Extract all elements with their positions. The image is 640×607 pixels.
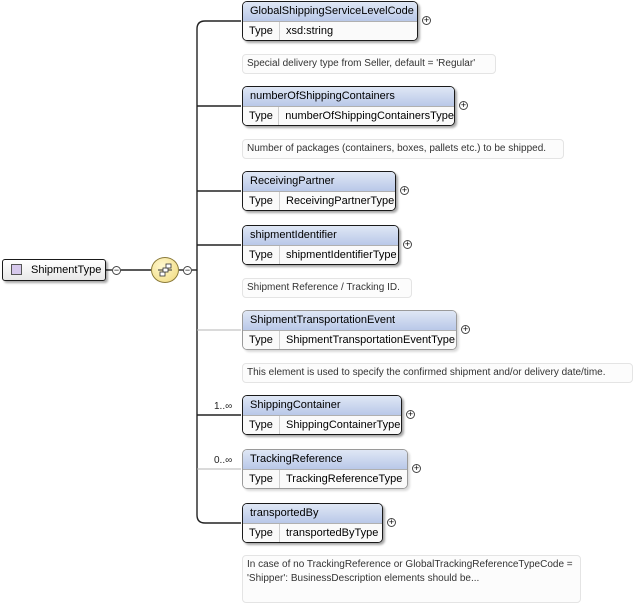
element-type-row: Type transportedByType (243, 523, 382, 542)
element-name: TrackingReference (243, 450, 407, 469)
type-value: xsd:string (286, 25, 334, 37)
root-element-shipmenttype[interactable]: ShipmentType (2, 259, 106, 281)
expand-icon[interactable]: + (422, 15, 431, 25)
element-type-row: Type TrackingReferenceType (243, 469, 407, 488)
type-label: Type (243, 107, 280, 125)
type-label: Type (243, 524, 280, 542)
expand-icon[interactable]: + (387, 517, 396, 527)
type-value: shipmentIdentifierType (286, 249, 397, 261)
type-label: Type (243, 22, 280, 40)
complex-type-icon (11, 264, 22, 275)
element-name: ShippingContainer (243, 396, 401, 415)
type-value: transportedByType (286, 527, 379, 539)
expand-icon[interactable]: + (400, 185, 409, 195)
type-value: numberOfShippingContainersType (285, 110, 454, 122)
type-value: TrackingReferenceType (286, 473, 403, 485)
element-documentation: Special delivery type from Seller, defau… (242, 54, 496, 74)
root-collapse-icon[interactable]: − (112, 265, 121, 275)
type-label: Type (243, 192, 280, 210)
element-documentation: In case of no TrackingReference or Globa… (242, 555, 581, 603)
compositor-collapse-icon[interactable]: − (183, 265, 192, 275)
element-name: numberOfShippingContainers (243, 87, 454, 106)
cardinality-label: 0..∞ (214, 455, 233, 466)
element-name: ShipmentTransportationEvent (243, 311, 456, 330)
root-element-label: ShipmentType (31, 264, 102, 276)
type-value: ShippingContainerType (286, 419, 401, 431)
expand-icon[interactable]: + (459, 100, 468, 110)
cardinality-label: 1..∞ (214, 401, 233, 412)
element-name: transportedBy (243, 504, 382, 523)
expand-icon[interactable]: + (412, 463, 421, 473)
type-value: ReceivingPartnerType (286, 195, 395, 207)
expand-icon[interactable]: + (406, 409, 415, 419)
sequence-compositor-icon[interactable] (151, 257, 179, 283)
type-label: Type (243, 331, 280, 349)
element-name: ReceivingPartner (243, 172, 395, 191)
element-type-row: Type ShippingContainerType (243, 415, 401, 434)
element-documentation: This element is used to specify the conf… (242, 363, 633, 383)
element-name: shipmentIdentifier (243, 226, 398, 245)
element-documentation: Shipment Reference / Tracking ID. (242, 278, 412, 298)
type-label: Type (243, 416, 280, 434)
element-type-row: Type xsd:string (243, 21, 417, 40)
expand-icon[interactable]: + (403, 239, 412, 249)
type-label: Type (243, 470, 280, 488)
element-type-row: Type ShipmentTransportationEventType (243, 330, 456, 349)
expand-icon[interactable]: + (461, 324, 470, 334)
element-type-row: Type numberOfShippingContainersType (243, 106, 454, 125)
element-type-row: Type shipmentIdentifierType (243, 245, 398, 264)
element-documentation: Number of packages (containers, boxes, p… (242, 139, 564, 159)
element-type-row: Type ReceivingPartnerType (243, 191, 395, 210)
type-value: ShipmentTransportationEventType (286, 334, 455, 346)
element-name: GlobalShippingServiceLevelCode (243, 2, 417, 21)
type-label: Type (243, 246, 280, 264)
